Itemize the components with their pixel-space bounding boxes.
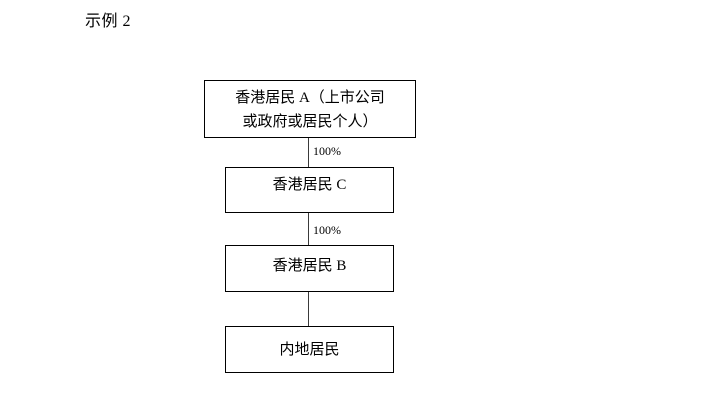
connector-a-to-c (308, 138, 309, 167)
node-mainland-resident: 内地居民 (225, 326, 394, 373)
edge-label-a-to-c: 100% (313, 144, 341, 158)
page-title: 示例 2 (85, 13, 132, 30)
node-hk-resident-b-label: 香港居民 B (272, 258, 347, 274)
node-hk-resident-b: 香港居民 B (225, 245, 394, 292)
connector-b-to-mainland (308, 292, 309, 326)
node-hk-resident-a: 香港居民 A（上市公司 或政府或居民个人） (204, 80, 416, 138)
connector-c-to-b (308, 213, 309, 245)
node-mainland-resident-label: 内地居民 (279, 342, 340, 358)
node-hk-resident-c-label: 香港居民 C (272, 177, 347, 193)
node-hk-resident-c: 香港居民 C (225, 167, 394, 213)
node-hk-resident-a-label: 香港居民 A（上市公司 或政府或居民个人） (235, 90, 385, 130)
edge-label-c-to-b: 100% (313, 223, 341, 237)
